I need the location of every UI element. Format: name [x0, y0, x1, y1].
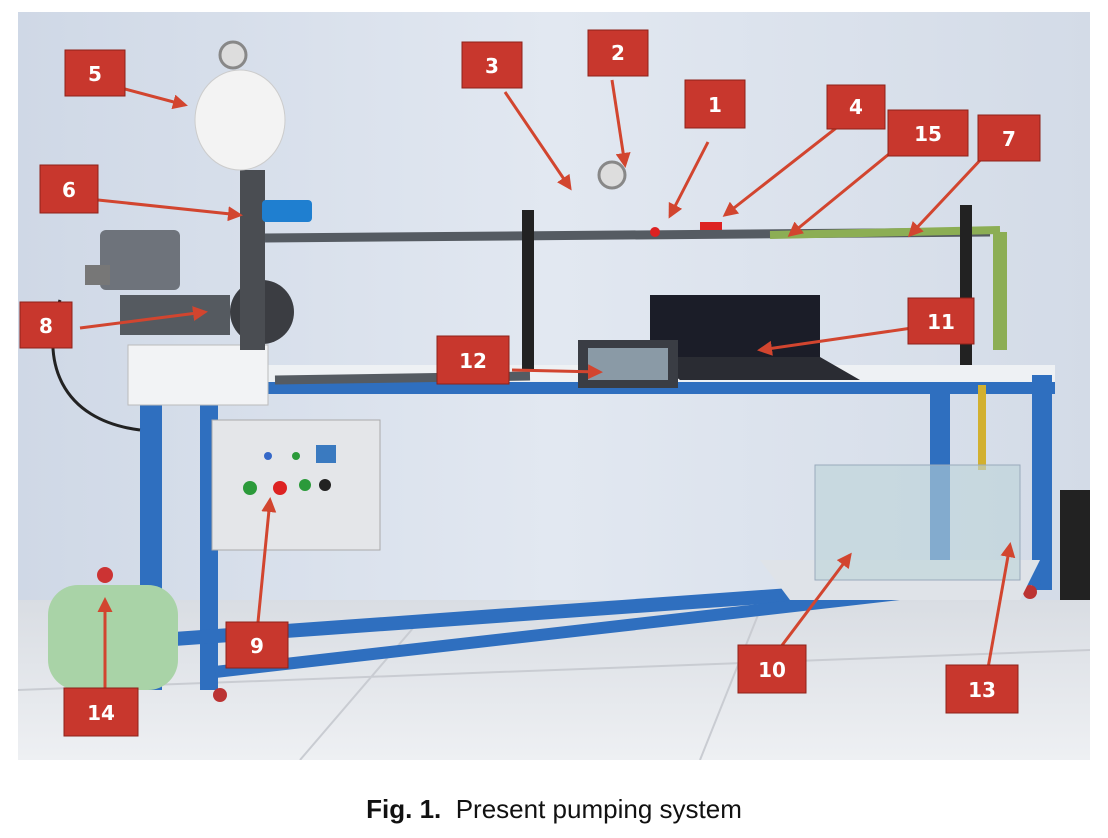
- svg-text:4: 4: [849, 95, 863, 119]
- svg-text:2: 2: [611, 41, 625, 65]
- figure-caption: Fig. 1. Present pumping system: [0, 794, 1108, 825]
- callout-label-15: 15: [887, 109, 969, 157]
- gas-cylinder: [48, 567, 178, 690]
- svg-text:10: 10: [758, 658, 786, 682]
- callout-arrows: [79, 79, 1016, 688]
- callout-label-1: 1: [684, 79, 746, 129]
- svg-text:14: 14: [87, 701, 115, 725]
- callout-label-3: 3: [461, 41, 523, 89]
- callout-label-13: 13: [945, 664, 1019, 714]
- callout-label-12: 12: [436, 335, 510, 385]
- figure-caption-text: Present pumping system: [455, 794, 742, 824]
- svg-text:3: 3: [485, 54, 499, 78]
- svg-text:11: 11: [927, 310, 955, 334]
- svg-text:13: 13: [968, 678, 996, 702]
- svg-text:12: 12: [459, 349, 487, 373]
- callout-label-8: 8: [19, 301, 73, 349]
- svg-text:5: 5: [88, 62, 102, 86]
- callout-label-14: 14: [63, 687, 139, 737]
- callout-label-11: 11: [907, 297, 975, 345]
- svg-text:7: 7: [1002, 127, 1016, 151]
- callout-label-6: 6: [39, 164, 99, 214]
- callout-label-5: 5: [64, 49, 126, 97]
- svg-text:8: 8: [39, 314, 53, 338]
- svg-text:15: 15: [914, 122, 942, 146]
- figure-caption-label: Fig. 1.: [366, 794, 442, 824]
- pumping-system-photo: 1 2 3 4 5 6 7 8 9 10 11 12 13 14 15: [18, 12, 1090, 760]
- pressure-tank: [194, 40, 312, 222]
- svg-text:6: 6: [62, 178, 76, 202]
- svg-text:9: 9: [250, 634, 264, 658]
- pump-motor: [85, 170, 294, 406]
- floor: [18, 600, 1090, 760]
- callout-label-4: 4: [826, 84, 886, 130]
- control-panel: [211, 419, 381, 551]
- callout-label-2: 2: [587, 29, 649, 77]
- callout-label-9: 9: [225, 621, 289, 669]
- hmi-display: [578, 340, 678, 388]
- svg-text:1: 1: [708, 93, 722, 117]
- callout-label-10: 10: [737, 644, 807, 694]
- callout-label-7: 7: [977, 114, 1041, 162]
